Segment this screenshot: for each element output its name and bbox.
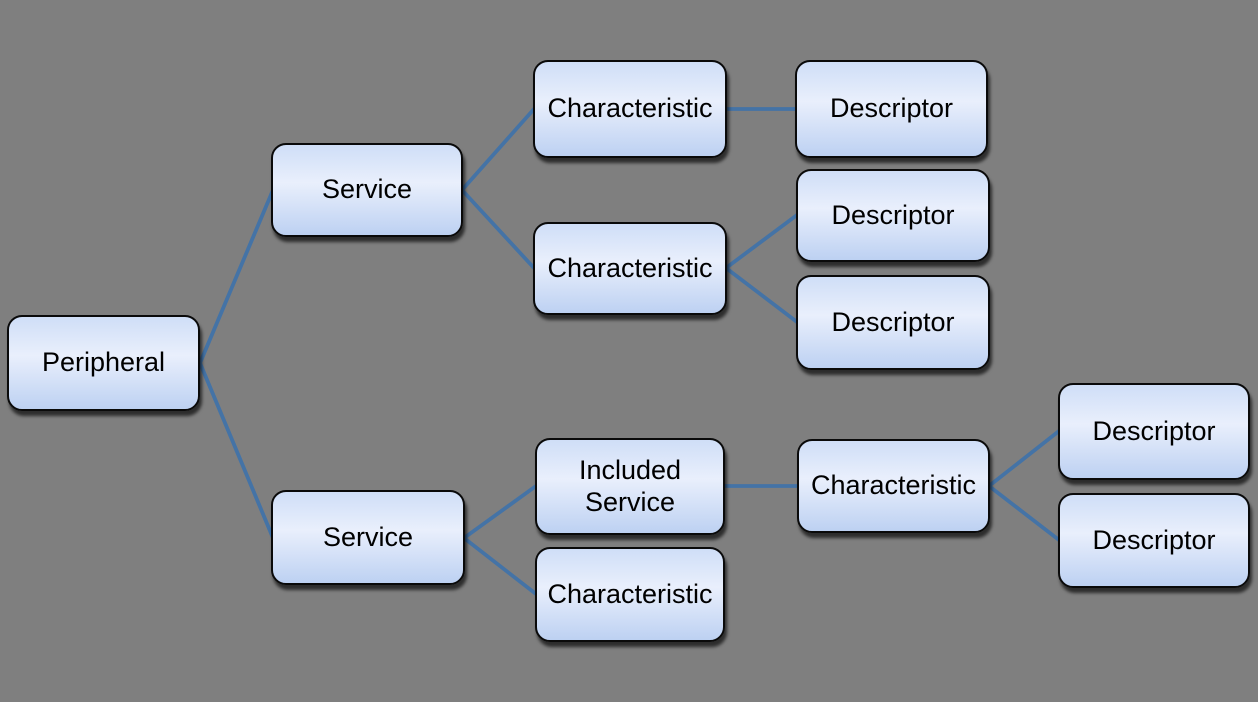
node-included-service-label: Included Service: [578, 455, 682, 517]
node-service-top-label: Service: [321, 174, 413, 205]
node-characteristic-2: Characteristic: [533, 222, 727, 315]
node-included-service: Included Service: [535, 438, 725, 535]
node-descriptor-4: Descriptor: [1058, 383, 1250, 480]
node-descriptor-1-label: Descriptor: [829, 93, 954, 124]
edge-characteristic-4-descriptor-5: [987, 484, 1061, 542]
edge-service-bottom-included-service: [462, 484, 538, 540]
node-characteristic-3: Characteristic: [535, 547, 725, 642]
node-peripheral: Peripheral: [7, 315, 200, 411]
node-service-top: Service: [271, 143, 463, 237]
node-service-bottom: Service: [271, 490, 465, 585]
edge-service-top-characteristic-2: [460, 188, 536, 270]
node-characteristic-1: Characteristic: [533, 60, 727, 158]
node-descriptor-2-label: Descriptor: [831, 199, 955, 230]
node-characteristic-3-label: Characteristic: [547, 578, 713, 609]
node-descriptor-2: Descriptor: [796, 169, 990, 262]
edge-characteristic-2-descriptor-2: [724, 213, 799, 270]
node-characteristic-4: Characteristic: [797, 439, 990, 533]
edge-peripheral-service-bottom: [198, 361, 275, 540]
edge-peripheral-service-top: [198, 188, 275, 365]
edge-characteristic-4-descriptor-4: [987, 429, 1061, 488]
node-descriptor-3-label: Descriptor: [831, 306, 955, 337]
node-descriptor-4-label: Descriptor: [1092, 415, 1216, 446]
edge-service-top-characteristic-1: [460, 107, 536, 192]
edge-characteristic-2-descriptor-3: [724, 266, 799, 324]
node-service-bottom-label: Service: [322, 521, 414, 552]
node-characteristic-1-label: Characteristic: [547, 93, 713, 124]
edge-service-bottom-characteristic-3: [462, 536, 538, 596]
node-descriptor-3: Descriptor: [796, 275, 990, 370]
node-characteristic-4-label: Characteristic: [810, 470, 977, 501]
node-descriptor-5-label: Descriptor: [1092, 524, 1216, 555]
node-peripheral-label: Peripheral: [41, 347, 166, 378]
node-descriptor-1: Descriptor: [795, 60, 988, 158]
node-characteristic-2-label: Characteristic: [547, 252, 713, 283]
node-descriptor-5: Descriptor: [1058, 493, 1250, 588]
